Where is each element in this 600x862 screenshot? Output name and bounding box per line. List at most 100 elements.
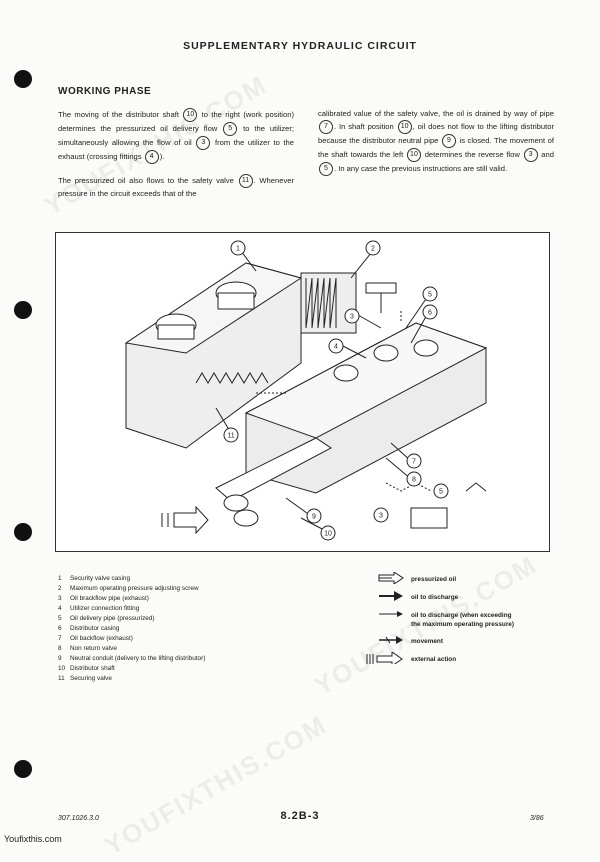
legend-number: 7 [58,635,62,642]
thin-arrow-icon [379,611,403,617]
pipe-shape [365,282,397,294]
legend-text: Maximum operating pressure adjusting scr… [70,585,199,592]
callout-label: 5 [439,489,443,496]
spool-shape [413,339,439,357]
legend-text: Oil backflow (exhaust) [70,635,133,642]
callout-label: 3 [379,513,383,520]
spool-shape [373,344,399,362]
callout-1 [230,240,246,256]
punch-hole [14,760,32,778]
text-column-right: calibrated value of the safety valve, th… [318,108,554,186]
paragraph: The moving of the distributor shaft 10 t… [58,108,294,164]
paragraph: calibrated value of the safety valve, th… [318,108,554,176]
callout-3 [344,308,360,324]
ref-callout: 7 [319,119,333,134]
legend-number: 11 [58,675,65,682]
punch-hole [14,523,32,541]
legend-number: 9 [58,655,62,662]
legend-text: Distributor shaft [70,665,115,672]
clevis-eye [233,509,259,527]
legend-item: 6 Distributor casing [58,624,205,634]
callout-7 [406,453,422,469]
callout-label: 5 [428,292,432,299]
ref-callout: 4 [144,150,159,164]
legend-number: 3 [58,595,62,602]
legend-text: Distributor casing [70,625,120,632]
callout-6 [422,304,438,320]
legend-item: 7 Oil backflow (exhaust) [58,634,205,644]
legend-number: 6 [58,625,62,632]
ref-callout: 5 [319,161,333,176]
legend-text: Oil brackflow pipe (exhaust) [70,595,149,602]
ref-callout: 3 [196,136,211,150]
reservoir-box [410,507,448,529]
callout-label: 11 [227,433,234,440]
legend-number: 4 [58,605,62,612]
ref-callout: 9 [441,133,456,148]
ref-callout: 10 [397,119,412,134]
watermark: YOUFIXTHIS.COM [99,709,333,862]
callout-5 [422,286,438,302]
legend-item: 1 Security valve casing [58,574,205,584]
punch-hole [14,301,32,319]
page-number: 8.2B-3 [280,810,320,822]
discharge-arrow-icon [379,591,403,601]
legend-item: 8 Non return valve [58,644,205,654]
legend-text: Security valve casing [70,575,131,582]
adjusting-screw-body [217,292,255,310]
parts-legend: 1 Security valve casing 2 Maximum operating… [58,574,205,684]
hydraulic-diagram: 1 2 3 4 5 6 7 8 5 3 9 10 11 [55,232,550,552]
callout-8 [406,471,422,487]
exhaust-symbol [465,482,487,492]
legend-text: Non return valve [70,645,117,652]
callout-label: 2 [371,246,375,253]
doc-number: 307.1026.3.0 [58,815,99,822]
text-column-left: The moving of the distributor shaft 10 t… [58,108,294,210]
legend-number: 1 [58,575,62,582]
legend-text: Utilizer connection fitting [70,605,140,612]
callout-label: 7 [412,459,416,466]
clevis-eye [223,494,249,512]
legend-text: Neutral conduit (delivery to the lifting… [70,655,206,662]
site-label: Youfixthis.com [4,834,62,844]
page-header: SUPPLEMENTARY HYDRAULIC CIRCUIT [183,40,417,52]
ref-callout: 3 [523,147,538,162]
external-action-arrow [173,505,209,535]
spring-shape [195,372,269,384]
threaded-fitting [300,272,357,334]
ref-callout: 10 [406,147,421,162]
callout-label: 1 [236,246,240,253]
callout-10 [320,525,336,541]
ref-callout: 5 [223,122,238,136]
distributor-shaft-shape [215,437,332,502]
legend-item: 9 Neutral conduit (delivery to the liftin… [58,654,205,664]
callout-3b [373,507,389,523]
adjusting-screw-body [157,324,195,340]
callout-11 [223,427,239,443]
callout-label: 4 [334,344,338,351]
movement-arrow-icon [379,636,403,644]
callout-9 [306,508,322,524]
diagram-svg: 1 2 3 4 5 6 7 8 5 3 9 10 11 [124,240,488,541]
legend-number: 2 [58,585,62,592]
legend-text: Oil delivery pipe (pressurized) [70,615,155,622]
punch-hole [14,70,32,88]
callout-label: 8 [412,477,416,484]
callout-4 [328,338,344,354]
legend-item: 4 Utilizer connection fitting [58,604,205,614]
paragraph: The pressurized oil also flows to the sa… [58,174,294,198]
doc-date: 3/86 [530,815,544,822]
callout-2 [365,240,381,256]
external-action-icon [366,652,403,664]
callout-label: 10 [324,531,332,538]
ref-callout: 11 [238,174,253,188]
pressurized-arrow-icon [378,572,404,584]
callout-label: 9 [312,514,316,521]
spool-shape [333,364,359,382]
callout-5b [433,483,449,499]
legend-number: 8 [58,645,62,652]
legend-item: 3 Oil brackflow pipe (exhaust) [58,594,205,604]
